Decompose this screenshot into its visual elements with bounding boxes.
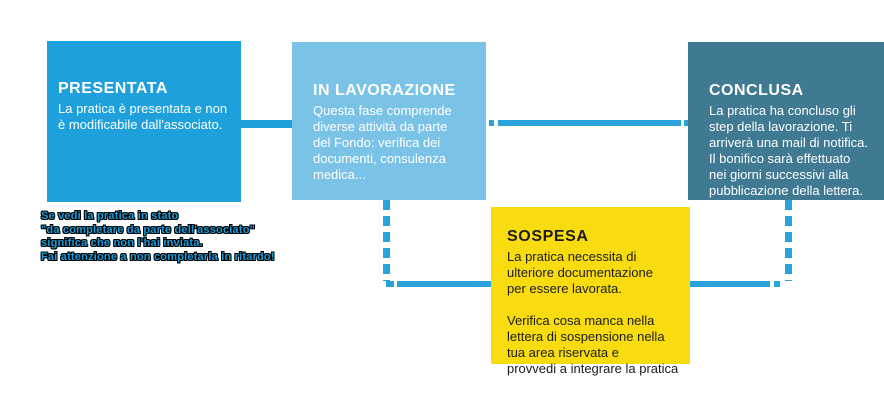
step-box-presentata: PRESENTATA La pratica è presentata e non… [47, 41, 241, 202]
connector-lavorazione-sospesa-horizontal [397, 281, 491, 287]
connector-lavorazione-conclusa-dash-left [489, 120, 494, 126]
step-title-sospesa: SOSPESA [507, 228, 589, 245]
step-title-presentata: PRESENTATA [58, 80, 168, 97]
connector-sospesa-conclusa-corner [774, 281, 780, 287]
connector-lavorazione-conclusa [498, 120, 681, 126]
connector-sospesa-conclusa-horizontal [690, 281, 770, 287]
connector-lavorazione-conclusa-dash-right [684, 120, 688, 126]
step-description-presentata: La pratica è presentata e non è modifica… [58, 101, 228, 132]
step-title-conclusa: CONCLUSA [709, 82, 804, 99]
step-description-in-lavorazione: Questa fase comprende diverse attività d… [313, 103, 452, 182]
connector-lavorazione-sospesa-corner [386, 281, 394, 287]
step-box-conclusa: CONCLUSA La pratica ha concluso gli step… [688, 42, 884, 200]
connector-presentata-lavorazione [241, 120, 292, 128]
step-description-conclusa: La pratica ha concluso gli step della la… [709, 103, 868, 198]
step-box-sospesa: SOSPESA La pratica necessita di ulterior… [491, 207, 690, 376]
step-box-in-lavorazione: IN LAVORAZIONE Questa fase comprende div… [292, 42, 486, 200]
connector-conclusa-sospesa-vertical [785, 200, 792, 281]
step-title-in-lavorazione: IN LAVORAZIONE [313, 82, 456, 99]
connector-lavorazione-sospesa-vertical [383, 200, 390, 281]
step-description-sospesa: La pratica necessita di ulteriore docume… [507, 249, 679, 376]
warning-note: Se vedi la pratica in stato "da completa… [41, 210, 275, 263]
